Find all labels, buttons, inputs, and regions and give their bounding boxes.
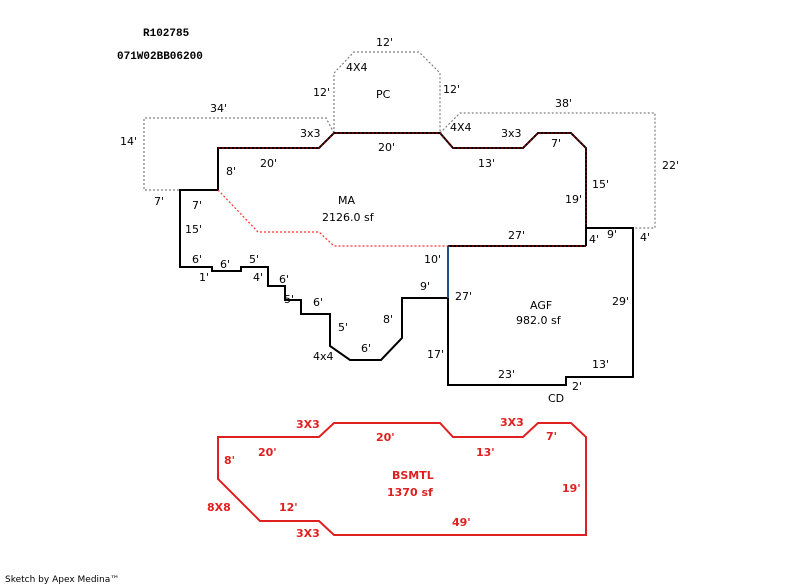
dim-ma-10: 10' xyxy=(424,253,441,266)
dim-w-9: 9' xyxy=(420,280,430,293)
dim-ma-19: 19' xyxy=(565,193,582,206)
dim-pc-left: 12' xyxy=(313,86,330,99)
dim-w-7: 7' xyxy=(192,199,202,212)
dim-b-7: 7' xyxy=(546,430,557,443)
dim-agf-17: 17' xyxy=(427,348,444,361)
dim-agf-27: 27' xyxy=(455,290,472,303)
dim-b-8: 8' xyxy=(224,454,235,467)
sketch-credit: Sketch by Apex Medina™ xyxy=(5,575,119,585)
dim-w-8: 8' xyxy=(383,313,393,326)
dim-w-15: 15' xyxy=(185,223,202,236)
dim-ma-13: 13' xyxy=(478,157,495,170)
dim-patio-left: 14' xyxy=(120,135,137,148)
dim-ma-20-top: 20' xyxy=(378,141,395,154)
dim-b-3x3-top-right: 3X3 xyxy=(500,416,524,429)
dim-w-5a: 5' xyxy=(249,253,259,266)
ma-top-edge xyxy=(217,132,587,228)
dim-patio-bottom-left: 7' xyxy=(154,195,164,208)
bsmtl-label: BSMTL xyxy=(392,469,434,482)
dim-w-6d: 6' xyxy=(313,296,323,309)
dim-pc-corner: 4X4 xyxy=(346,61,368,74)
dim-b-3x3-top-left: 3X3 xyxy=(296,418,320,431)
dim-b-20-top: 20' xyxy=(376,431,395,444)
dim-ma-27: 27' xyxy=(508,229,525,242)
dim-ma-8: 8' xyxy=(226,165,236,178)
dim-patio-top-right: 38' xyxy=(555,97,572,110)
dim-pc-right: 12' xyxy=(443,83,460,96)
dim-w-5b: 5' xyxy=(284,293,294,306)
dim-agf-13: 13' xyxy=(592,358,609,371)
dim-agf-29: 29' xyxy=(612,295,629,308)
dim-w-4x4: 4x4 xyxy=(313,350,334,363)
dim-patio-right-bottom: 4' xyxy=(640,231,650,244)
agf-area: 982.0 sf xyxy=(516,314,562,327)
ma-west-outline xyxy=(179,189,448,361)
dim-w-4: 4' xyxy=(253,271,263,284)
bsmtl-area: 1370 sf xyxy=(387,486,433,499)
dim-w-6a: 6' xyxy=(192,253,202,266)
pc-outline xyxy=(333,51,441,133)
dim-b-13: 13' xyxy=(476,446,495,459)
dim-b-20-left: 20' xyxy=(258,446,277,459)
dim-w-5c: 5' xyxy=(338,321,348,334)
dim-ma-4x4-right: 4X4 xyxy=(450,121,472,134)
dim-w-6c: 6' xyxy=(279,273,289,286)
dim-b-19: 19' xyxy=(562,482,581,495)
dim-ma-15-right: 15' xyxy=(592,178,609,191)
dim-ma-7-right: 7' xyxy=(551,137,561,150)
dim-w-6e: 6' xyxy=(361,342,371,355)
dim-w-6b: 6' xyxy=(220,258,230,271)
dim-agf-2: 2' xyxy=(572,380,582,393)
dim-ma-20-left: 20' xyxy=(260,157,277,170)
cd-label: CD xyxy=(548,392,564,405)
basement-outline xyxy=(217,422,587,536)
dim-b-3x3-bottom: 3X3 xyxy=(296,527,320,540)
patio-right-outline xyxy=(439,112,656,229)
account-number: 071W02BB06200 xyxy=(117,51,203,63)
dim-b-12: 12' xyxy=(279,501,298,514)
dim-pc-top: 12' xyxy=(376,36,393,49)
dim-ma-4: 4' xyxy=(589,233,599,246)
dim-ma-3x3-right: 3x3 xyxy=(501,127,522,140)
ma-divider xyxy=(217,189,448,247)
dim-patio-right: 22' xyxy=(662,159,679,172)
dim-b-8x8: 8X8 xyxy=(207,501,231,514)
ma-area: 2126.0 sf xyxy=(322,211,375,224)
dotted-outlines xyxy=(143,51,656,229)
agf-label: AGF xyxy=(530,299,552,312)
dim-w-1: 1' xyxy=(199,271,209,284)
parcel-id: R102785 xyxy=(143,28,190,40)
agf-outline xyxy=(447,227,634,386)
dim-patio-top-left: 34' xyxy=(210,102,227,115)
dim-agf-23: 23' xyxy=(498,368,515,381)
dim-ma-3x3-left: 3x3 xyxy=(300,127,321,140)
ma-label: MA xyxy=(338,194,355,207)
pc-label: PC xyxy=(376,88,391,101)
dim-ma-9: 9' xyxy=(607,228,617,241)
dim-b-49: 49' xyxy=(452,516,471,529)
